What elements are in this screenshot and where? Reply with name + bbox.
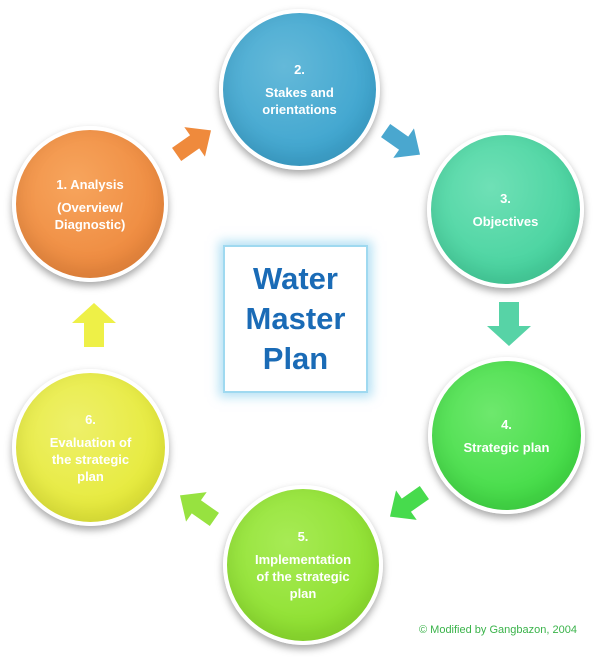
arrow-1-to-2-icon <box>172 127 212 162</box>
center-title: Water Master Plan <box>245 261 346 376</box>
step-1-sublabel: (Overview/ Diagnostic) <box>54 199 126 232</box>
arrow-3-to-4-icon <box>487 302 531 346</box>
step-1-number: 1. <box>56 176 68 192</box>
step-1-analysis-circle: 1. Analysis (Overview/ Diagnostic) <box>12 126 168 282</box>
step-5-number: 5. <box>297 529 309 544</box>
step-2-number: 2. <box>294 62 305 77</box>
step-4-label: Strategic plan <box>463 439 550 455</box>
step-3-label: Objectives <box>472 213 539 229</box>
step-3-objectives-circle: 3. Objectives <box>427 131 584 288</box>
step-5-label: Implementation of the strategic plan <box>254 552 352 601</box>
step-2-label: Stakes and orientations <box>262 85 337 117</box>
step-5-implementation-circle: 5. Implementation of the strategic plan <box>223 485 383 645</box>
step-2-stakes-circle: 2. Stakes and orientations <box>219 9 380 170</box>
step-3-number: 3. <box>500 190 511 206</box>
center-title-box: Water Master Plan <box>223 245 368 393</box>
step-6-label: Evaluation of the strategic plan <box>49 434 132 484</box>
step-1-title: 1. Analysis <box>56 176 123 193</box>
arrow-5-to-6-icon <box>179 492 219 527</box>
step-4-strategic-plan-circle: 4. Strategic plan <box>428 357 585 514</box>
step-6-evaluation-circle: 6. Evaluation of the strategic plan <box>12 369 169 526</box>
step-1-label: Analysis <box>70 176 124 192</box>
arrow-6-to-1-icon <box>72 303 116 347</box>
step-4-number: 4. <box>501 416 512 432</box>
credit-text: © Modified by Gangbazon, 2004 <box>419 624 577 636</box>
step-6-number: 6. <box>85 411 96 427</box>
arrow-4-to-5-icon <box>389 485 429 520</box>
arrow-2-to-3-icon <box>381 123 421 158</box>
